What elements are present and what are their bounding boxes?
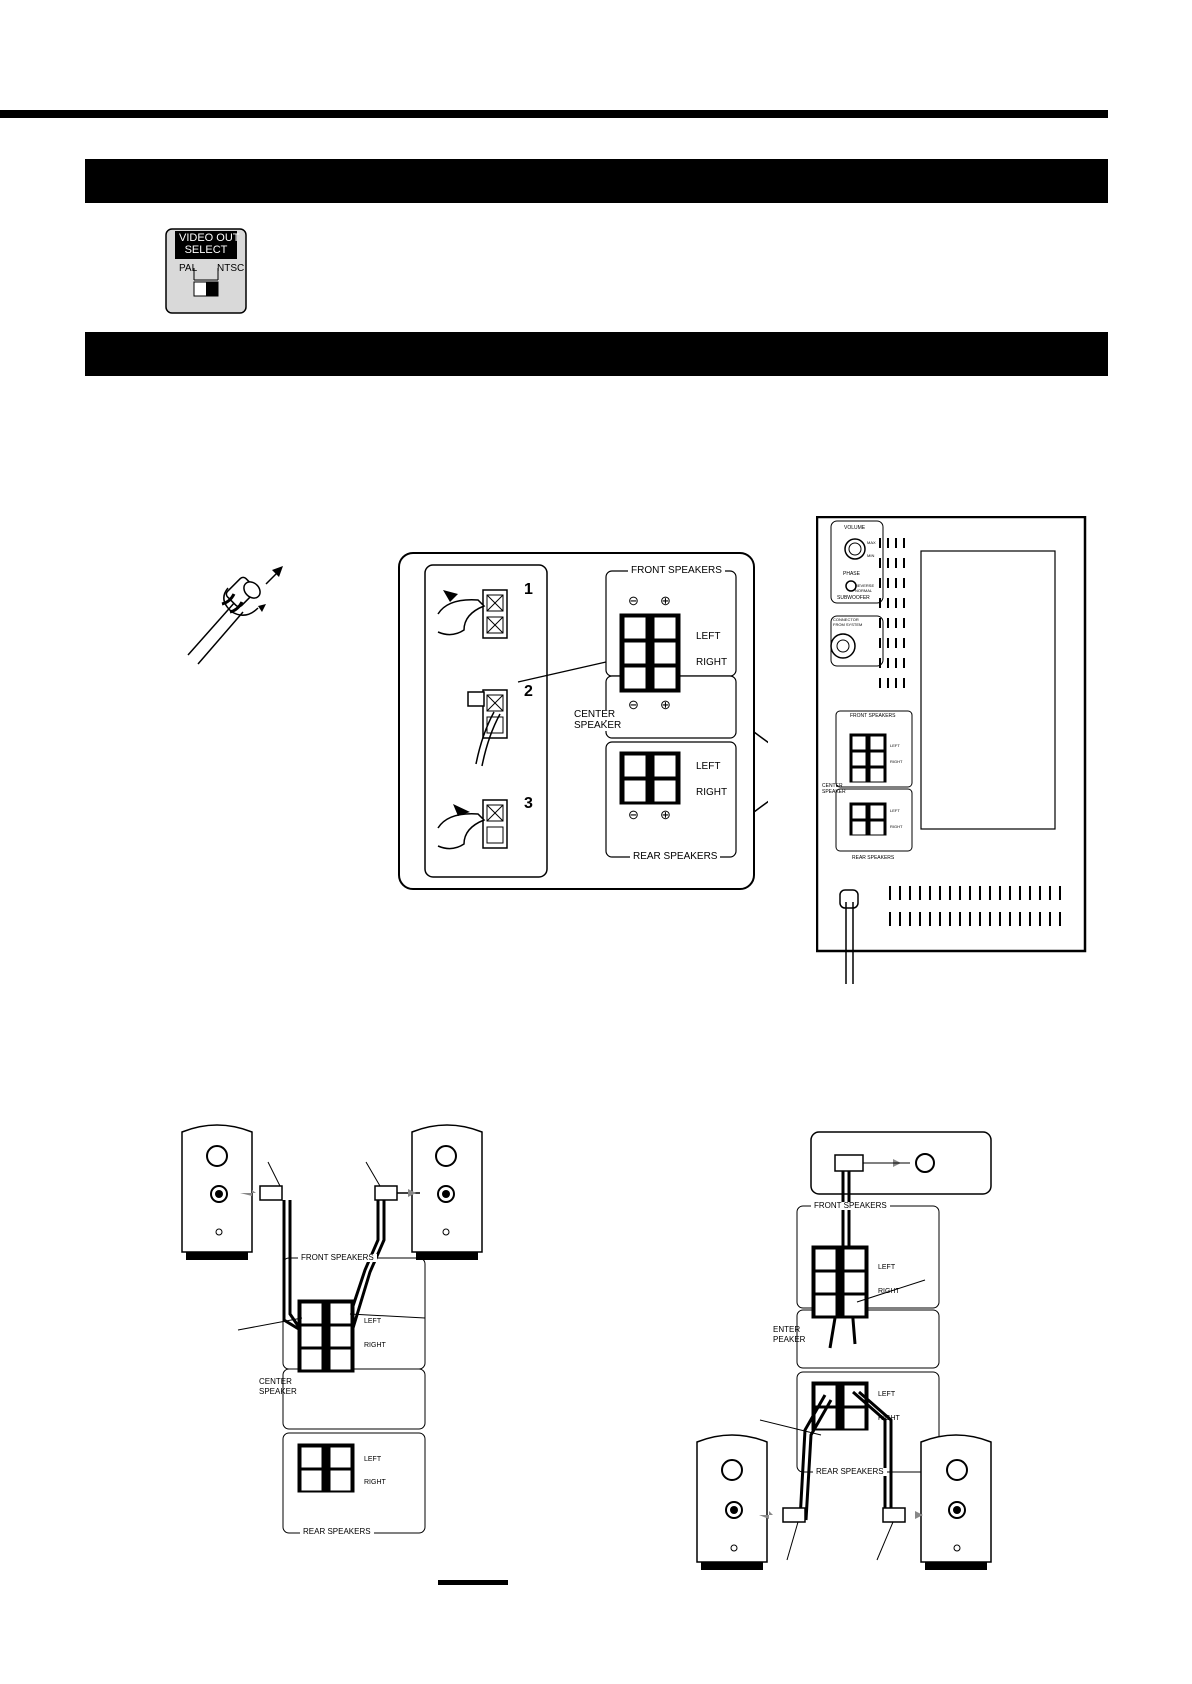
center-speaker-label-line1: CENTER (574, 709, 616, 720)
sub-right-label: RIGHT (890, 759, 903, 764)
front-diagram-rear-label: REAR SPEAKERS (300, 1528, 374, 1536)
sub-volume-label: VOLUME (844, 525, 866, 531)
rear-left-label: LEFT (696, 761, 721, 772)
sub-rear-left-label: LEFT (890, 808, 900, 813)
sub-normal-label: NORMAL (855, 588, 873, 593)
sub-center-line1: CENTER (822, 783, 843, 789)
rear-diagram-rear-right-label: RIGHT (878, 1415, 900, 1422)
sub-reverse-label: REVERSE (855, 583, 875, 588)
rear-speakers-label: REAR SPEAKERS (630, 852, 721, 862)
sub-phase-label: PHASE (843, 571, 860, 577)
sub-max-label: MAX (867, 540, 876, 545)
sub-rear-right-label: RIGHT (890, 824, 903, 829)
sub-front-label: FRONT SPEAKERS (850, 713, 896, 719)
rear-diagram-front-label: FRONT SPEAKERS (811, 1202, 890, 1210)
sub-rear-label: REAR SPEAKERS (852, 855, 895, 861)
rear-right-label: RIGHT (696, 787, 728, 798)
sub-left-label: LEFT (890, 743, 900, 748)
terminal-block-front (619, 613, 681, 693)
sub-min-label: MIN (867, 553, 875, 558)
step-2-number: 2 (524, 683, 533, 700)
rear-diagram-center-line1: ENTER (773, 1325, 801, 1334)
minus-symbol-center: ⊖ (628, 697, 639, 712)
step-1-number: 1 (524, 581, 533, 598)
rear-diagram-center-line2: PEAKER (773, 1335, 806, 1344)
top-rule (0, 110, 1108, 118)
front-speakers-label: FRONT SPEAKERS (628, 566, 725, 576)
step-3-number: 3 (524, 795, 533, 812)
rear-diagram-left-label: LEFT (878, 1264, 896, 1271)
terminal-callout-panel: 1 2 3 FRONT SPEAKERS ⊖ ⊕ LEFT RIGHT ⊖ ⊕ … (398, 552, 809, 892)
front-speaker-connection-diagram: FRONT SPEAKERS LEFT RIGHT CENTER SPEAKER… (180, 1120, 510, 1610)
front-diagram-center-line1: CENTER (259, 1377, 292, 1386)
front-diagram-rear-left-label: LEFT (364, 1456, 382, 1463)
video-out-select-badge: VIDEO OUT SELECT PAL NTSC (165, 228, 247, 314)
front-diagram-front-label: FRONT SPEAKERS (298, 1254, 377, 1262)
cable-twist-illustration (180, 560, 295, 670)
badge-title-line2: SELECT (184, 244, 228, 256)
rear-diagram-rear-label: REAR SPEAKERS (813, 1468, 887, 1476)
front-diagram-center-line2: SPEAKER (259, 1387, 297, 1396)
rear-diagram-rear-left-label: LEFT (878, 1391, 896, 1398)
subwoofer-rear-panel: VOLUME MAX MIN PHASE REVERSE NORMAL SUBW… (815, 515, 1088, 986)
section-header-bar-1 (85, 159, 1108, 203)
front-diagram-right-label: RIGHT (364, 1342, 386, 1349)
sub-connector-line2: FROM SYSTEM (833, 622, 863, 627)
badge-title-line1: VIDEO OUT (179, 232, 240, 244)
left-label: LEFT (696, 631, 721, 642)
minus-symbol: ⊖ (628, 593, 639, 608)
terminal-block-rear (619, 751, 681, 805)
plus-symbol-rear: ⊕ (660, 807, 671, 822)
center-speaker-label-line2: SPEAKER (574, 720, 622, 731)
plus-symbol-center: ⊕ (660, 697, 671, 712)
sub-center-line2: SPEAKER (822, 789, 846, 795)
section-header-bar-2 (85, 332, 1108, 376)
right-label: RIGHT (696, 657, 728, 668)
front-diagram-rear-right-label: RIGHT (364, 1479, 386, 1486)
badge-pal-label: PAL (179, 263, 198, 274)
rear-diagram-right-label: RIGHT (878, 1288, 900, 1295)
sub-connector-line1: CONNECTOR (833, 617, 859, 622)
front-diagram-left-label: LEFT (364, 1318, 382, 1325)
minus-symbol-rear: ⊖ (628, 807, 639, 822)
sub-subwoofer-label: SUBWOOFER (837, 595, 870, 601)
plus-symbol: ⊕ (660, 593, 671, 608)
rear-speaker-connection-diagram: FRONT SPEAKERS LEFT RIGHT ENTER PEAKER L… (695, 1130, 995, 1590)
badge-ntsc-label: NTSC (217, 263, 245, 274)
